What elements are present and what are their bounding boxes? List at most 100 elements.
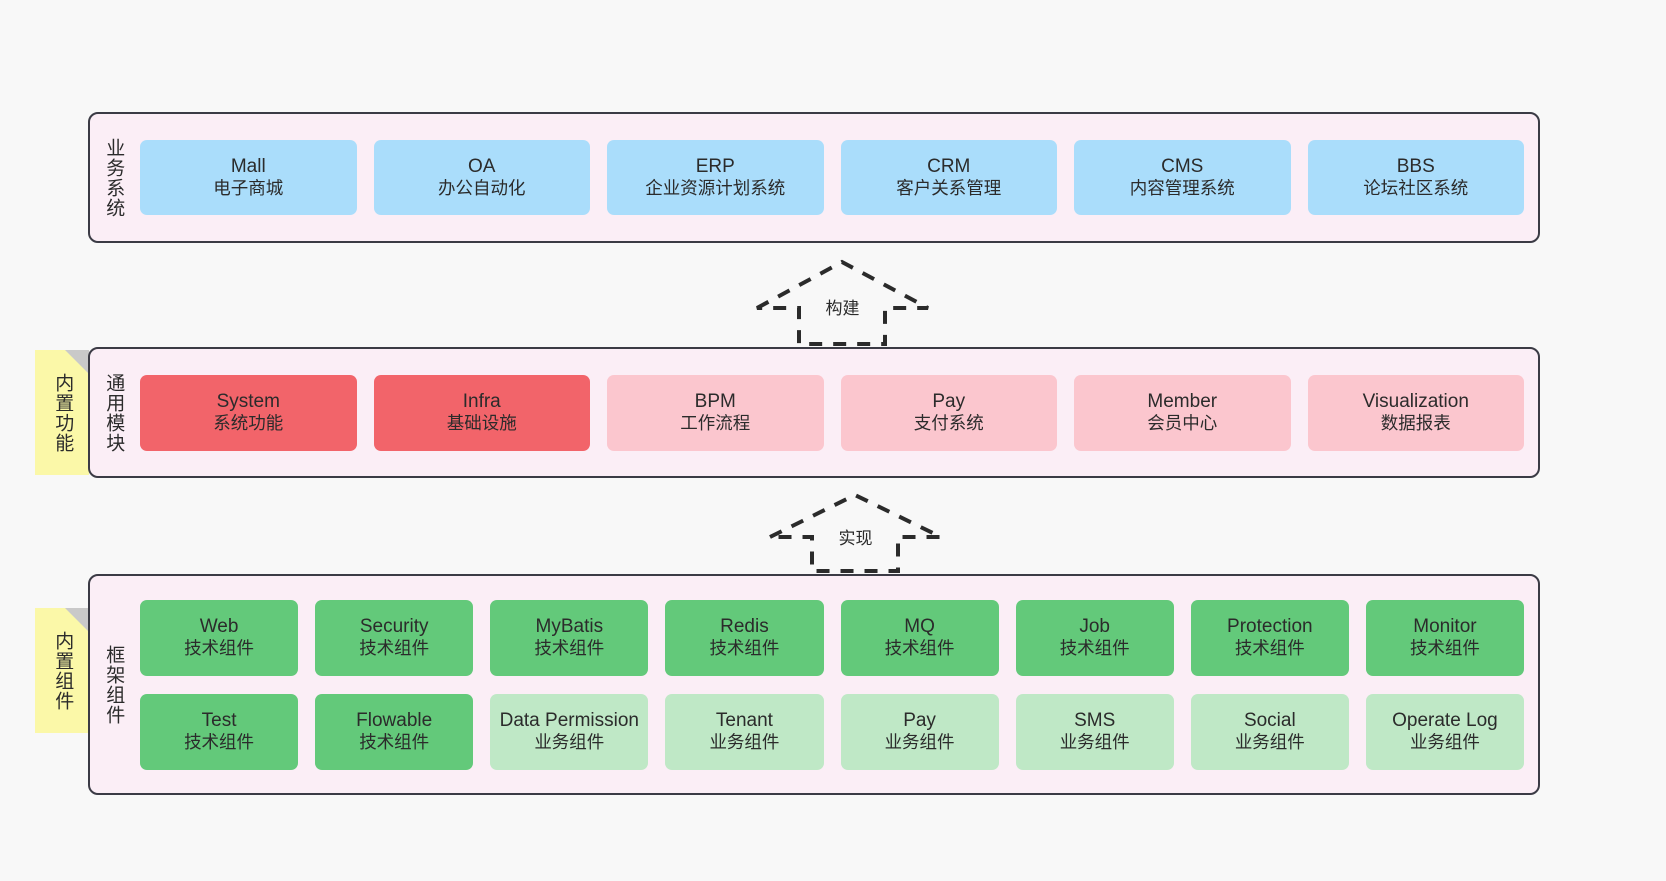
list-item[interactable]: Security 技术组件 <box>315 599 474 676</box>
layer-business-system: 业务系统 Mall 电子商城 OA 办公自动化 ERP <box>88 112 1540 243</box>
component-box-tenant[interactable]: Tenant 业务组件 <box>665 693 824 770</box>
component-box-job[interactable]: Job 技术组件 <box>1015 599 1174 676</box>
component-name: Monitor <box>1413 615 1477 637</box>
list-item[interactable]: Monitor 技术组件 <box>1365 599 1524 676</box>
list-item[interactable]: Mall 电子商城 <box>140 140 357 215</box>
list-item[interactable]: Member 会员中心 <box>1074 374 1291 451</box>
list-item[interactable]: MQ 技术组件 <box>840 599 999 676</box>
module-desc: 基础设施 <box>446 413 517 434</box>
list-item[interactable]: Social 业务组件 <box>1190 693 1349 770</box>
module-box-system[interactable]: System 系统功能 <box>140 374 357 451</box>
component-name: Test <box>201 709 237 731</box>
business-row: Mall 电子商城 OA 办公自动化 ERP 企业资源计划系统 <box>140 140 1524 215</box>
list-item[interactable]: Infra 基础设施 <box>373 374 590 451</box>
framework-row-2: Test 技术组件 Flowable 技术组件 Data Permission … <box>140 693 1524 770</box>
module-desc: 论坛社区系统 <box>1363 178 1469 199</box>
list-item[interactable]: CRM 客户关系管理 <box>840 140 1057 215</box>
list-item[interactable]: Data Permission 业务组件 <box>490 693 649 770</box>
layer-title-business: 业务系统 <box>103 137 125 218</box>
list-item[interactable]: Visualization 数据报表 <box>1307 374 1524 451</box>
module-name: CRM <box>927 155 971 177</box>
component-name: SMS <box>1074 709 1116 731</box>
module-name: System <box>216 390 280 412</box>
component-type: 技术组件 <box>184 732 255 753</box>
sticky-note-builtin-components: 内置组件 <box>35 608 89 733</box>
layer-framework-component: 框架组件 Web 技术组件 Security 技术组件 <box>88 574 1540 795</box>
component-box-operate-log[interactable]: Operate Log 业务组件 <box>1365 693 1524 770</box>
list-item[interactable]: BPM 工作流程 <box>607 374 824 451</box>
arrow-implement: 实现 <box>768 491 943 573</box>
common-row: System 系统功能 Infra 基础设施 BPM 工作流程 <box>140 374 1524 451</box>
list-item[interactable]: Flowable 技术组件 <box>315 693 474 770</box>
module-box-member[interactable]: Member 会员中心 <box>1074 374 1291 451</box>
component-name: Social <box>1243 709 1296 731</box>
component-type: 技术组件 <box>359 638 430 659</box>
component-name: Tenant <box>715 709 773 731</box>
list-item[interactable]: Pay 业务组件 <box>840 693 999 770</box>
component-name: Operate Log <box>1392 709 1498 731</box>
component-type: 技术组件 <box>884 638 955 659</box>
module-desc: 支付系统 <box>913 413 984 434</box>
component-name: Protection <box>1227 615 1313 637</box>
layer-body-common: System 系统功能 Infra 基础设施 BPM 工作流程 <box>136 349 1538 476</box>
list-item[interactable]: Pay 支付系统 <box>840 374 1057 451</box>
component-box-monitor[interactable]: Monitor 技术组件 <box>1365 599 1524 676</box>
list-item[interactable]: Tenant 业务组件 <box>665 693 824 770</box>
module-desc: 客户关系管理 <box>896 178 1002 199</box>
component-type: 技术组件 <box>1234 638 1305 659</box>
list-item[interactable]: Job 技术组件 <box>1015 599 1174 676</box>
module-box-crm[interactable]: CRM 客户关系管理 <box>840 140 1057 215</box>
component-name: Web <box>199 615 239 637</box>
list-item[interactable]: ERP 企业资源计划系统 <box>607 140 824 215</box>
dashed-up-arrow-icon <box>769 492 942 573</box>
module-box-erp[interactable]: ERP 企业资源计划系统 <box>607 140 824 215</box>
module-box-cms[interactable]: CMS 内容管理系统 <box>1074 140 1291 215</box>
module-box-visualization[interactable]: Visualization 数据报表 <box>1307 374 1524 451</box>
module-name: BBS <box>1396 155 1435 177</box>
list-item[interactable]: CMS 内容管理系统 <box>1074 140 1291 215</box>
component-name: MyBatis <box>535 615 604 637</box>
component-box-mq[interactable]: MQ 技术组件 <box>840 599 999 676</box>
list-item[interactable]: BBS 论坛社区系统 <box>1307 140 1524 215</box>
module-box-mall[interactable]: Mall 电子商城 <box>140 140 357 215</box>
list-item[interactable]: OA 办公自动化 <box>373 140 590 215</box>
module-desc: 内容管理系统 <box>1129 178 1235 199</box>
list-item[interactable]: Web 技术组件 <box>140 599 299 676</box>
list-item[interactable]: Test 技术组件 <box>140 693 299 770</box>
component-box-test[interactable]: Test 技术组件 <box>140 693 299 770</box>
list-item[interactable]: SMS 业务组件 <box>1015 693 1174 770</box>
list-item[interactable]: MyBatis 技术组件 <box>490 599 649 676</box>
component-name: MQ <box>904 615 935 637</box>
component-box-security[interactable]: Security 技术组件 <box>315 599 474 676</box>
component-box-social[interactable]: Social 业务组件 <box>1190 693 1349 770</box>
module-desc: 企业资源计划系统 <box>645 178 786 199</box>
list-item[interactable]: System 系统功能 <box>140 374 357 451</box>
list-item[interactable]: Operate Log 业务组件 <box>1365 693 1524 770</box>
module-name: Infra <box>462 390 501 412</box>
list-item[interactable]: Protection 技术组件 <box>1190 599 1349 676</box>
component-box-protection[interactable]: Protection 技术组件 <box>1190 599 1349 676</box>
sticky-note-label: 内置组件 <box>52 630 74 711</box>
component-type: 技术组件 <box>184 638 255 659</box>
module-box-bbs[interactable]: BBS 论坛社区系统 <box>1307 140 1524 215</box>
module-box-infra[interactable]: Infra 基础设施 <box>373 374 590 451</box>
dashed-up-arrow-icon <box>756 259 929 346</box>
component-box-sms[interactable]: SMS 业务组件 <box>1015 693 1174 770</box>
component-box-redis[interactable]: Redis 技术组件 <box>665 599 824 676</box>
component-box-data-permission[interactable]: Data Permission 业务组件 <box>490 693 649 770</box>
component-type: 技术组件 <box>534 638 605 659</box>
module-box-bpm[interactable]: BPM 工作流程 <box>607 374 824 451</box>
arrow-implement-label: 实现 <box>838 529 873 548</box>
list-item[interactable]: Redis 技术组件 <box>665 599 824 676</box>
component-box-mybatis[interactable]: MyBatis 技术组件 <box>490 599 649 676</box>
module-name: Visualization <box>1362 390 1469 412</box>
module-desc: 办公自动化 <box>438 178 526 199</box>
component-box-web[interactable]: Web 技术组件 <box>140 599 299 676</box>
module-box-oa[interactable]: OA 办公自动化 <box>373 140 590 215</box>
module-desc: 数据报表 <box>1380 413 1451 434</box>
sticky-note-builtin-functions: 内置功能 <box>35 350 89 475</box>
framework-row-1: Web 技术组件 Security 技术组件 MyBatis 技术组件 <box>140 599 1524 676</box>
component-box-pay[interactable]: Pay 业务组件 <box>840 693 999 770</box>
component-box-flowable[interactable]: Flowable 技术组件 <box>315 693 474 770</box>
module-box-pay[interactable]: Pay 支付系统 <box>840 374 1057 451</box>
